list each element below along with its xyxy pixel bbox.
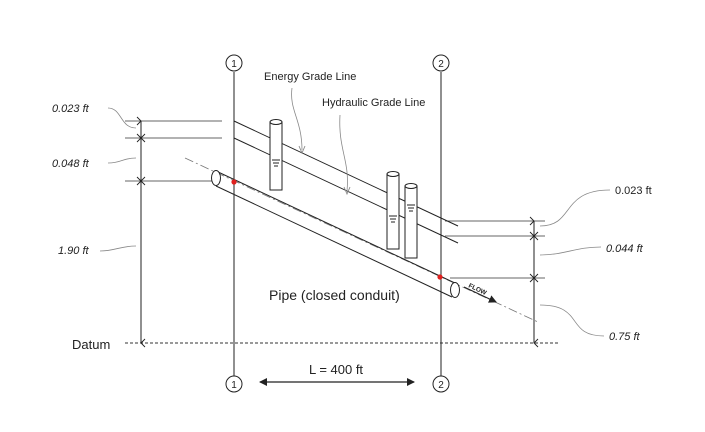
hydraulic-grade-line [233, 137, 459, 244]
left-pressure-leader [107, 157, 137, 164]
pipe-centerline [184, 157, 539, 323]
station-1-top-marker: 1 [225, 54, 243, 72]
right-elevation-label: 0.75 ft [609, 331, 641, 343]
hydraulic-grade-line-label: Hydraulic Grade Line [322, 97, 425, 109]
pipe-body [211, 170, 460, 298]
flow-indicator: FLOW [463, 282, 497, 303]
length-label: L = 400 ft [309, 362, 363, 377]
datum-label: Datum [72, 337, 110, 352]
left-pressure-head-label: 0.048 ft [52, 158, 90, 170]
pitot-tube-station-2 [404, 183, 418, 259]
station-1-top-number: 1 [231, 59, 237, 70]
hgl-leader [339, 114, 348, 192]
station-1-bottom-number: 1 [231, 380, 237, 391]
left-velocity-head-label: 0.023 ft [52, 103, 90, 115]
left-velocity-leader [107, 107, 137, 129]
pitot-tube-station-1 [269, 119, 283, 191]
egl-leader-arrow [298, 145, 306, 155]
egl-leader [291, 87, 303, 151]
right-elevation-leader [539, 304, 605, 337]
right-velocity-head-label: 0.023 ft [615, 185, 652, 197]
piezometer-station-2 [386, 171, 400, 250]
station-2-bottom-number: 2 [438, 380, 444, 391]
station-2-bottom-marker: 2 [432, 375, 450, 393]
station-1-bottom-marker: 1 [225, 375, 243, 393]
energy-grade-line-label: Energy Grade Line [264, 71, 356, 83]
left-elevation-label: 1.90 ft [58, 245, 90, 257]
flow-label: FLOW [467, 282, 488, 297]
right-velocity-leader [539, 189, 611, 227]
station-2-top-number: 2 [438, 59, 444, 70]
point-station-2 [437, 274, 443, 280]
station-2-top-marker: 2 [432, 54, 450, 72]
right-pressure-leader [539, 246, 602, 256]
hgl-leader-arrow [343, 186, 351, 196]
point-station-1 [231, 179, 237, 185]
right-pressure-head-label: 0.044 ft [606, 243, 644, 255]
left-elevation-leader [99, 245, 137, 252]
pipe-label: Pipe (closed conduit) [269, 287, 400, 303]
